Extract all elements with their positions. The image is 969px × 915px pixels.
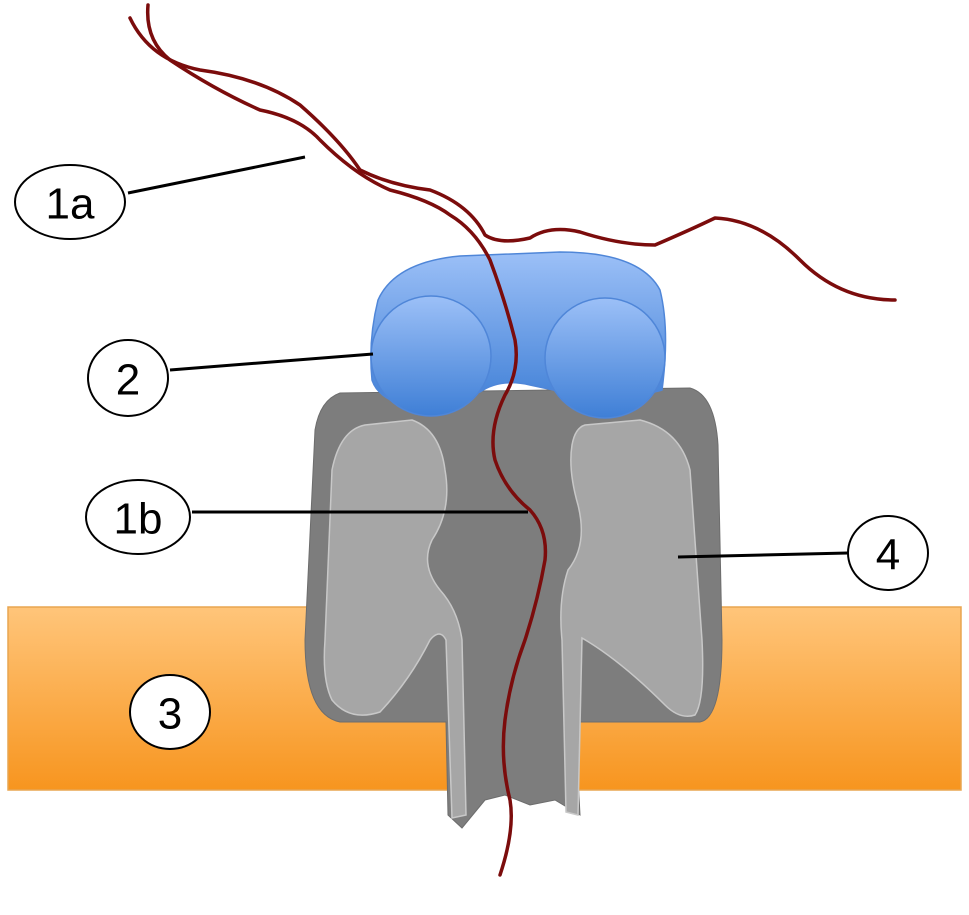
callout-1a-label: 1a — [46, 180, 95, 229]
mrna-strand — [128, 16, 897, 302]
channel-inner-right — [560, 419, 704, 816]
callout-3: 3 — [129, 674, 211, 750]
leader-2 — [169, 352, 374, 372]
leader-4 — [677, 551, 849, 559]
callout-4: 4 — [847, 515, 929, 591]
ribosome — [370, 251, 667, 419]
callout-1b-label: 1b — [114, 495, 163, 544]
callout-1b: 1b — [85, 479, 191, 555]
callout-2-label: 2 — [116, 356, 140, 405]
callout-4-label: 4 — [876, 531, 900, 580]
ribosome-subunit-right — [544, 297, 666, 419]
callout-2: 2 — [87, 339, 169, 417]
leader-1a — [127, 155, 306, 195]
callout-1a: 1a — [14, 164, 126, 240]
ribosome-subunit-left — [370, 295, 492, 417]
nascent-chain — [145, 3, 548, 877]
channel-inner-left — [323, 419, 467, 819]
callout-3-label: 3 — [158, 690, 182, 739]
